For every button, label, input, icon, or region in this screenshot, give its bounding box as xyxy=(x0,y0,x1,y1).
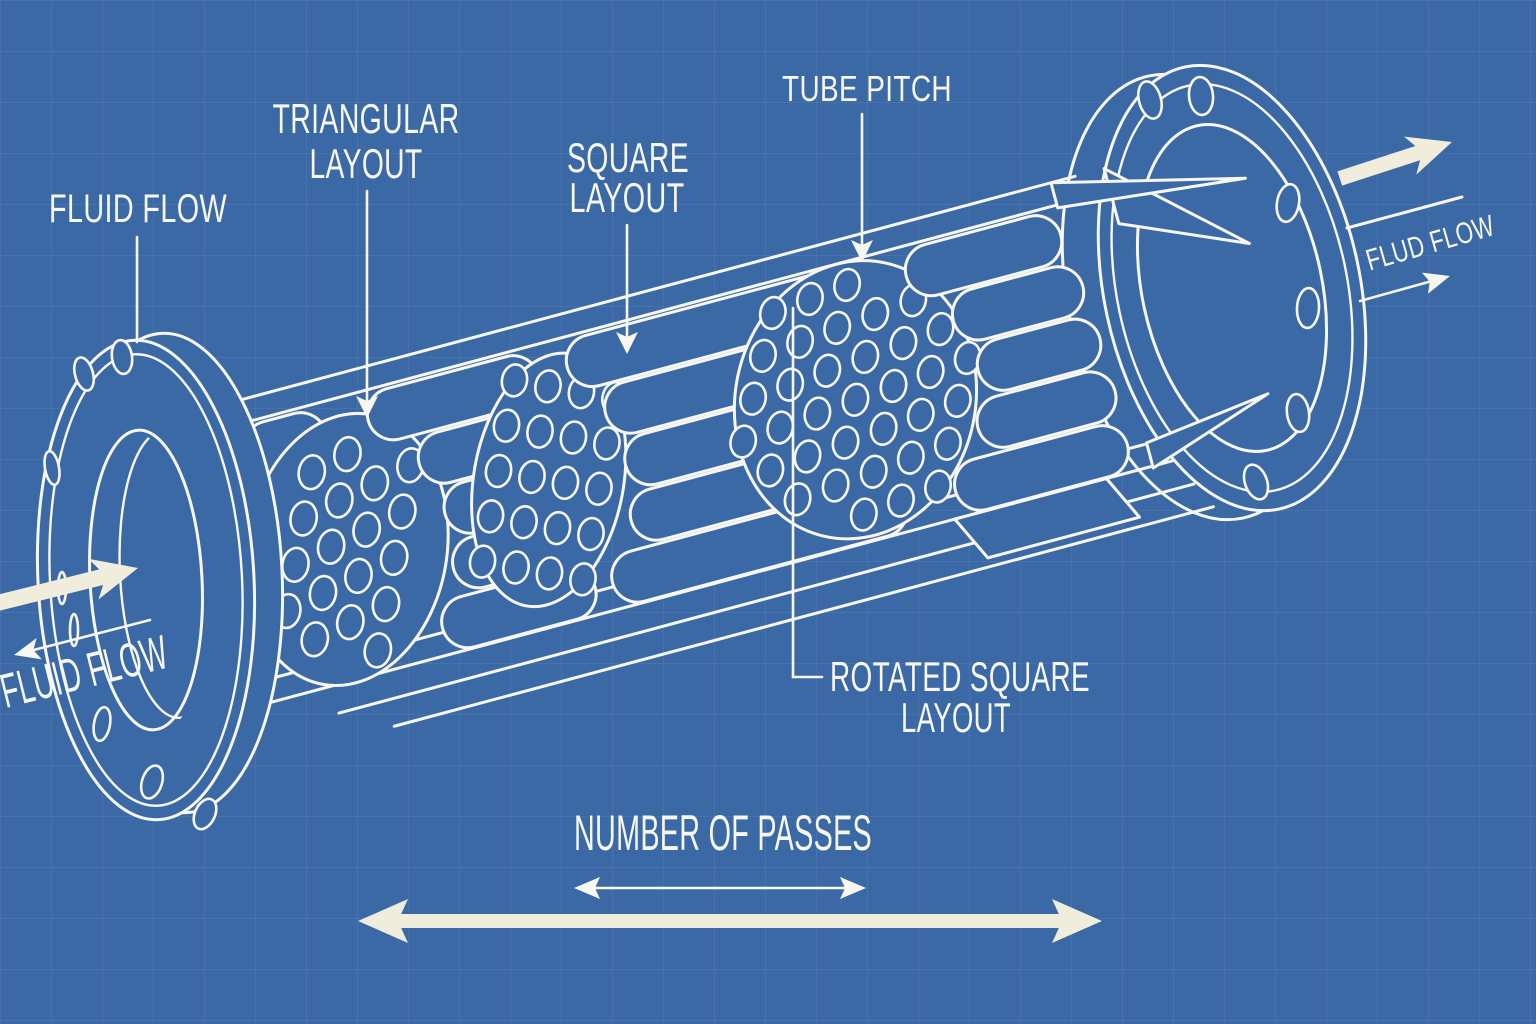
passes-thin-double-arrow xyxy=(574,877,866,899)
square-tube-sheet xyxy=(468,351,629,609)
leader-rotated-square-layout xyxy=(791,306,824,679)
label-rotated-square-line1: ROTATED SQUARE xyxy=(830,653,1090,700)
tube-holes-square xyxy=(468,363,629,597)
triangular-tube-sheet xyxy=(244,411,450,688)
left-flange xyxy=(35,331,285,831)
tube-holes-triangular xyxy=(272,435,425,669)
outlet-flow-thin-arrowhead xyxy=(1421,272,1450,294)
shell-cutaway-wedges xyxy=(1049,167,1270,470)
shell-and-tube-bundle xyxy=(152,167,1270,728)
return-flow-thin-arrow-line xyxy=(20,618,152,655)
support-saddle xyxy=(953,476,1142,560)
label-number-of-passes: NUMBER OF PASSES xyxy=(574,805,872,861)
right-flange-bolt-holes xyxy=(1136,75,1321,501)
label-fluid-flow-top-left: FLUID FLOW xyxy=(49,187,227,231)
fluid-in-thick-arrow xyxy=(0,558,138,614)
label-triangular-layout-line2: LAYOUT xyxy=(310,140,423,187)
label-square-layout-line2: LAYOUT xyxy=(570,174,685,221)
label-rotated-square-line2: LAYOUT xyxy=(901,694,1011,741)
right-flange-face-line xyxy=(1110,82,1354,494)
tubes-span-3 xyxy=(903,214,1130,512)
outlet-pipe-upper-line xyxy=(1345,195,1464,230)
label-tube-pitch: TUBE PITCH xyxy=(782,68,952,109)
label-triangular-layout-line1: TRIANGULAR xyxy=(273,95,460,142)
outlet-flow-thin-arrow-line xyxy=(1358,279,1434,303)
leader-arrowhead-square xyxy=(616,332,638,354)
leader-arrowhead-triangular xyxy=(356,396,378,418)
leader-arrowhead-tube-pitch xyxy=(851,240,873,262)
label-square-layout-line1: SQUARE xyxy=(567,134,689,181)
fluid-out-thick-arrow xyxy=(1337,136,1452,186)
passes-thick-double-arrow xyxy=(358,899,1102,943)
return-flow-thin-arrowhead xyxy=(14,638,42,660)
